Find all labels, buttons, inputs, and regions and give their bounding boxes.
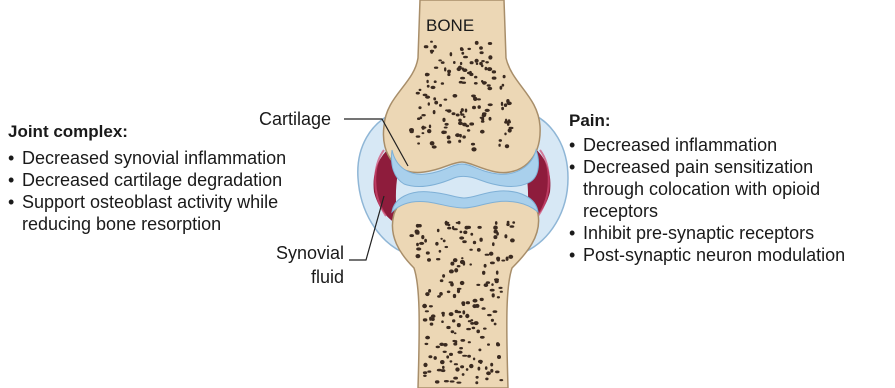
- left-panel-list: Decreased synovial inflammation Decrease…: [8, 147, 322, 235]
- right-panel-heading: Pain:: [569, 110, 611, 132]
- list-item: Decreased inflammation: [569, 134, 853, 156]
- right-panel-list: Decreased inflammation Decreased pain se…: [569, 134, 853, 266]
- list-item: Inhibit pre-synaptic receptors: [569, 222, 853, 244]
- list-item: Post-synaptic neuron modulation: [569, 244, 853, 266]
- list-item: Decreased pain sensitization through col…: [569, 156, 853, 222]
- synovial-fluid-label-line2: fluid: [262, 266, 344, 288]
- left-panel-heading: Joint complex:: [8, 121, 128, 143]
- lower-bone: [392, 193, 538, 388]
- synovial-fluid-label-line1: Synovial: [262, 242, 344, 264]
- cartilage-label: Cartilage: [259, 108, 331, 130]
- list-item: Decreased cartilage degradation: [8, 169, 322, 191]
- list-item: Support osteoblast activity while reduci…: [8, 191, 322, 235]
- list-item: Decreased synovial inflammation: [8, 147, 322, 169]
- bone-label: BONE: [426, 15, 474, 37]
